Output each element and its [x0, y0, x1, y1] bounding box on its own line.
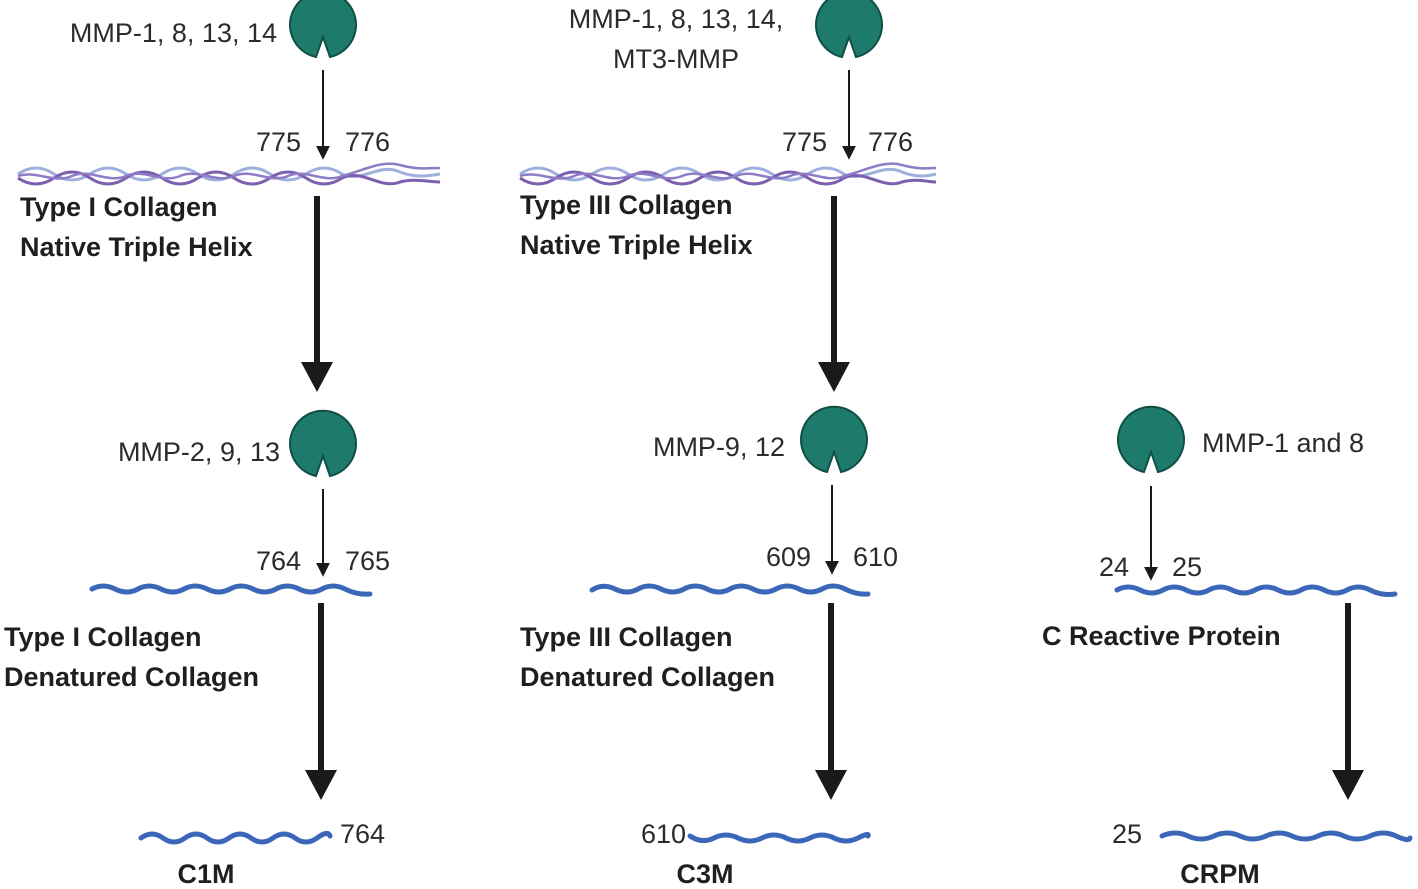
enzyme-label: MMP-1, 8, 13, 14, — [569, 4, 784, 34]
pathway-type-i-collagen: MMP-1, 8, 13, 14 775 776 Type I Collagen… — [4, 0, 441, 889]
cleavage-site-right: 776 — [868, 127, 913, 157]
substrate-label: Denatured Collagen — [520, 662, 775, 692]
cleavage-site-right: 25 — [1172, 552, 1202, 582]
peptide-chain-icon — [589, 583, 871, 597]
cleavage-site-right: 776 — [345, 127, 390, 157]
peptide-chain-icon — [89, 583, 373, 597]
substrate-label: Type III Collagen — [520, 622, 733, 652]
substrate-label: Native Triple Helix — [20, 232, 253, 262]
biomarker-name: C1M — [177, 859, 234, 889]
peptide-chain-icon — [1114, 584, 1398, 597]
substrate-label: C Reactive Protein — [1042, 621, 1281, 651]
cleavage-site-left: 764 — [256, 546, 301, 576]
mmp-enzyme-icon — [289, 0, 357, 59]
substrate-label: Denatured Collagen — [4, 662, 259, 692]
process-arrow — [305, 603, 337, 800]
biomarker-name: CRPM — [1180, 859, 1260, 889]
pathway-c-reactive-protein: MMP-1 and 8 24 25 C Reactive Protein 25 … — [1042, 405, 1413, 889]
peptide-fragment-icon — [1159, 830, 1413, 843]
enzyme-label: MMP-9, 12 — [653, 432, 785, 462]
peptide-fragment-icon — [687, 831, 871, 844]
cleavage-site-right: 610 — [853, 542, 898, 572]
triple-helix-icon — [519, 162, 937, 186]
cleavage-site-left: 609 — [766, 542, 811, 572]
substrate-label: Type I Collagen — [4, 622, 202, 652]
mmp-enzyme-icon — [289, 409, 357, 478]
neo-epitope-number: 764 — [340, 819, 385, 849]
mmp-enzyme-icon — [815, 0, 883, 59]
biomarker-name: C3M — [676, 859, 733, 889]
process-arrow — [818, 196, 850, 392]
enzyme-label: MT3-MMP — [613, 44, 739, 74]
substrate-label: Native Triple Helix — [520, 230, 753, 260]
pathway-type-iii-collagen: MMP-1, 8, 13, 14, MT3-MMP 775 776 Type I… — [519, 0, 937, 889]
enzyme-label: MMP-1 and 8 — [1202, 428, 1364, 458]
enzyme-label: MMP-1, 8, 13, 14 — [70, 18, 277, 48]
process-arrow — [815, 603, 847, 800]
process-arrow — [301, 196, 333, 392]
substrate-label: Type III Collagen — [520, 190, 733, 220]
peptide-fragment-icon — [138, 830, 333, 845]
neo-epitope-number: 25 — [1112, 819, 1142, 849]
mmp-enzyme-icon — [1117, 405, 1185, 474]
enzyme-label: MMP-2, 9, 13 — [118, 437, 280, 467]
process-arrow — [1332, 603, 1364, 800]
triple-helix-icon — [17, 162, 441, 186]
cleavage-site-left: 775 — [256, 127, 301, 157]
mmp-enzyme-icon — [800, 405, 868, 474]
neo-epitope-number: 610 — [641, 819, 686, 849]
cleavage-site-right: 765 — [345, 546, 390, 576]
cleavage-site-left: 24 — [1099, 552, 1129, 582]
substrate-label: Type I Collagen — [20, 192, 218, 222]
cleavage-site-left: 775 — [782, 127, 827, 157]
